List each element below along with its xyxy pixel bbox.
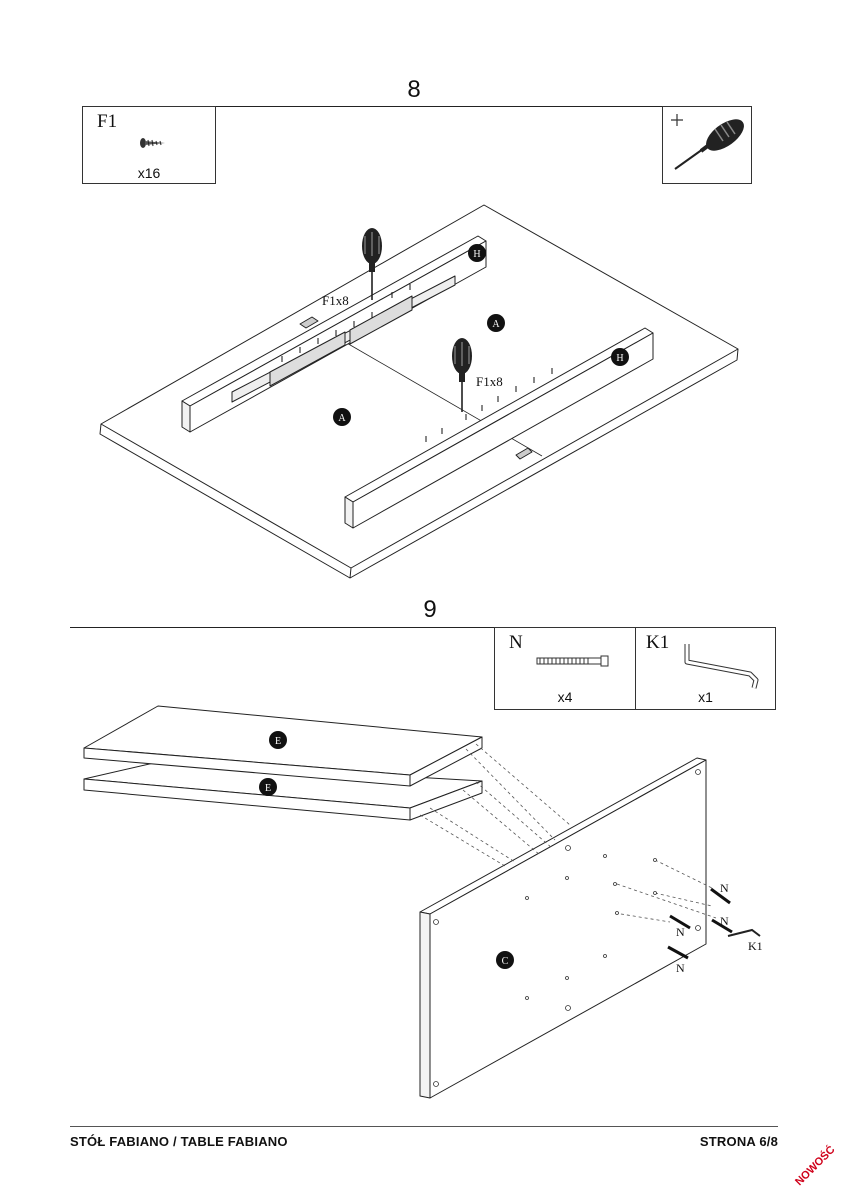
allen-key-icon xyxy=(684,644,759,689)
shelf-lower xyxy=(83,761,483,821)
footer-title: STÓŁ FABIANO / TABLE FABIANO xyxy=(70,1134,288,1149)
step-8-divider xyxy=(82,106,752,107)
label-n-1: N xyxy=(720,881,729,895)
part-qty-f1: x16 xyxy=(137,165,161,181)
step-9-divider xyxy=(70,627,776,628)
part-box-n: N x4 xyxy=(494,627,636,710)
step-9-diagram: E E C N N N N K1 xyxy=(83,705,763,1099)
bolts xyxy=(667,887,733,960)
callout-e-1: E xyxy=(269,731,287,749)
callout-a-1: A xyxy=(487,314,505,332)
screwdriver-in-use xyxy=(362,228,472,412)
label-k1: K1 xyxy=(748,939,763,953)
part-code-k1: K1 xyxy=(646,632,670,653)
part-qty-k1: x1 xyxy=(698,689,713,705)
alignment-lines xyxy=(419,743,717,923)
label-e-2: E xyxy=(265,783,271,794)
step-8-diagram: H H A A F1x8 F1x8 xyxy=(99,204,739,579)
callout-e-2: E xyxy=(259,778,277,796)
step-number-9: 9 xyxy=(423,596,437,623)
screw-count-label-2: F1x8 xyxy=(476,374,503,389)
label-a-2: A xyxy=(338,413,346,424)
new-stamp: NOWOŚĆ xyxy=(793,1143,838,1189)
bolt-icon xyxy=(536,655,609,667)
panel-holes xyxy=(433,769,701,1087)
screwdriver-icon xyxy=(671,114,744,170)
part-qty-n: x4 xyxy=(557,689,573,705)
part-code-n: N xyxy=(509,632,523,653)
allen-key-in-use xyxy=(727,928,761,937)
label-e-1: E xyxy=(275,736,281,747)
part-code-f1: F1 xyxy=(97,111,118,132)
callout-h-2: H xyxy=(611,348,629,366)
callout-c: C xyxy=(496,951,514,969)
screw-markers xyxy=(281,284,553,442)
rail-front xyxy=(344,327,654,529)
label-a-1: A xyxy=(492,319,500,330)
part-box-f1: F1 x16 xyxy=(82,106,216,184)
footer-page-number: STRONA 6/8 xyxy=(699,1134,778,1149)
label-h-2: H xyxy=(616,353,623,364)
bracket xyxy=(515,447,533,460)
part-box-k1: K1 x1 xyxy=(635,627,776,710)
label-c: C xyxy=(502,956,509,967)
callout-h-1: H xyxy=(468,244,486,262)
footer-divider xyxy=(70,1126,778,1127)
label-n-4: N xyxy=(676,961,685,975)
bracket xyxy=(299,316,319,329)
label-n-2: N xyxy=(720,914,729,928)
screw-count-label-1: F1x8 xyxy=(322,293,349,308)
side-panel-c xyxy=(419,757,707,1099)
screw-icon xyxy=(140,138,165,148)
table-top-panel xyxy=(99,204,739,579)
rail-back xyxy=(181,235,487,433)
callout-a-2: A xyxy=(333,408,351,426)
tool-box-screwdriver xyxy=(662,106,752,184)
label-n-3: N xyxy=(676,925,685,939)
label-h-1: H xyxy=(473,249,480,260)
step-number-8: 8 xyxy=(407,76,421,103)
